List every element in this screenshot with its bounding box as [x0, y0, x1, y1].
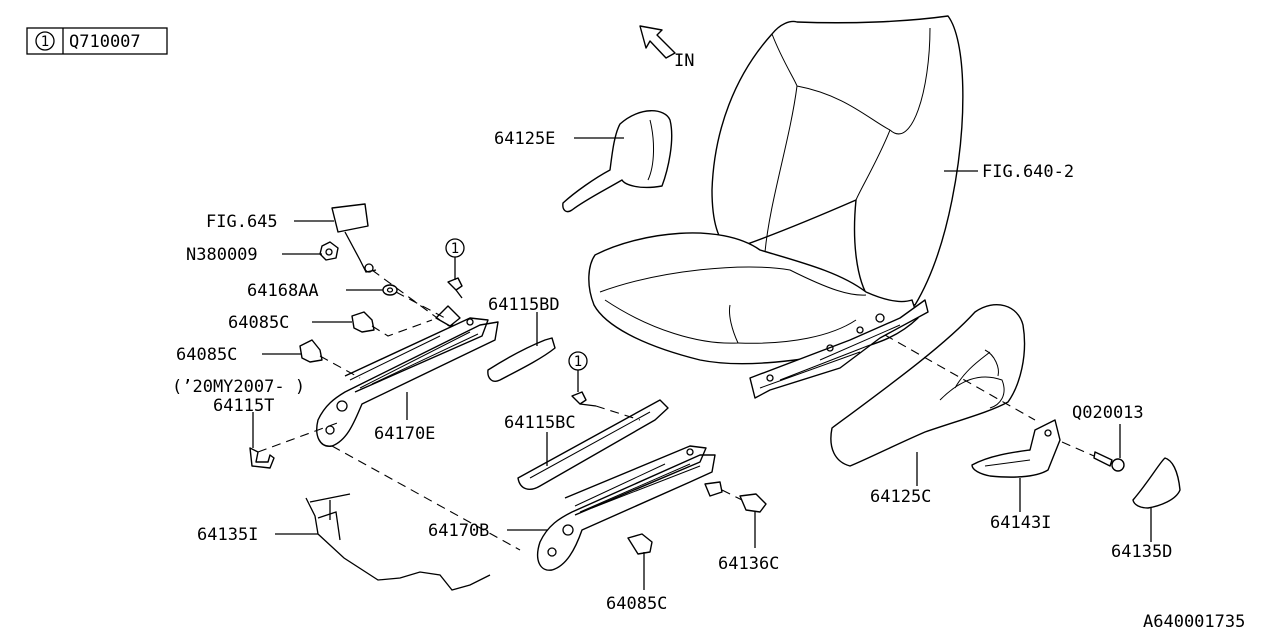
seat-backrest — [711, 15, 964, 306]
bushing-64085c-a — [351, 311, 375, 333]
assembly-dashes — [257, 269, 1095, 551]
label-64135i: 64135I — [197, 525, 258, 545]
nut-n380009 — [319, 241, 339, 261]
seat-assembly — [588, 15, 964, 399]
label-64168aa: 64168AA — [247, 281, 319, 301]
label-64115bd: 64115BD — [488, 295, 560, 315]
part-64135i-wire — [305, 493, 491, 591]
part-labels: FIG.645 N380009 64168AA 64085C 64085C (’… — [172, 129, 1245, 632]
part-q020013-screw — [1093, 451, 1125, 472]
part-64170e-rail — [316, 305, 499, 447]
bolt-center — [571, 391, 597, 407]
label-64085c-c: 64085C — [606, 594, 667, 614]
label-model-year-note: (’20MY2007- ) — [172, 377, 305, 397]
label-fig-640-2: FIG.640-2 — [982, 162, 1074, 182]
seatbelt-buckle — [331, 203, 377, 273]
leader-lines — [252, 137, 1152, 590]
label-64135d: 64135D — [1111, 542, 1172, 562]
svg-text:1: 1 — [574, 354, 582, 370]
part-64135d-cap — [1132, 457, 1181, 509]
label-64125c: 64125C — [870, 487, 931, 507]
label-64170e: 64170E — [374, 424, 435, 444]
bushing-64085c-b — [299, 339, 323, 363]
label-q020013: Q020013 — [1072, 403, 1144, 423]
direction-arrow: IN — [639, 25, 694, 71]
part-64125e-cover — [562, 110, 673, 213]
label-64136c: 64136C — [718, 554, 779, 574]
label-64125e: 64125E — [494, 129, 555, 149]
part-64170b-rail — [536, 445, 723, 571]
part-64115t-clip — [249, 447, 275, 469]
seat-cushion — [588, 232, 919, 365]
bolt-upper-left — [447, 277, 463, 299]
in-arrow-icon — [639, 25, 676, 59]
seat-rail-lower — [749, 299, 929, 399]
label-64115t: 64115T — [213, 396, 274, 416]
bushing-64136c — [739, 493, 767, 513]
part-64115bc-cover — [517, 399, 669, 490]
washer-64168aa — [382, 284, 398, 296]
part-64125c-cover — [830, 304, 1026, 467]
part-64115bd-cover — [487, 337, 556, 382]
legend-ref-number: 1 — [41, 34, 49, 50]
diagram-id: A640001735 — [1143, 612, 1245, 632]
legend-box: 1 Q710007 — [26, 27, 168, 55]
label-64085c-b: 64085C — [176, 345, 237, 365]
label-64170b: 64170B — [428, 521, 489, 541]
label-n380009: N380009 — [186, 245, 258, 265]
svg-text:1: 1 — [451, 241, 459, 257]
direction-label: IN — [674, 51, 694, 71]
label-64115bc: 64115BC — [504, 413, 576, 433]
label-64143i: 64143I — [990, 513, 1051, 533]
legend-part-number: Q710007 — [69, 32, 141, 52]
label-fig-645: FIG.645 — [206, 212, 278, 232]
part-64143i-bracket — [971, 419, 1061, 478]
label-64085c-a: 64085C — [228, 313, 289, 333]
bushing-64085c-c — [627, 533, 653, 555]
callout-1-center: 1 — [568, 351, 588, 392]
callout-1-upper: 1 — [445, 238, 465, 280]
